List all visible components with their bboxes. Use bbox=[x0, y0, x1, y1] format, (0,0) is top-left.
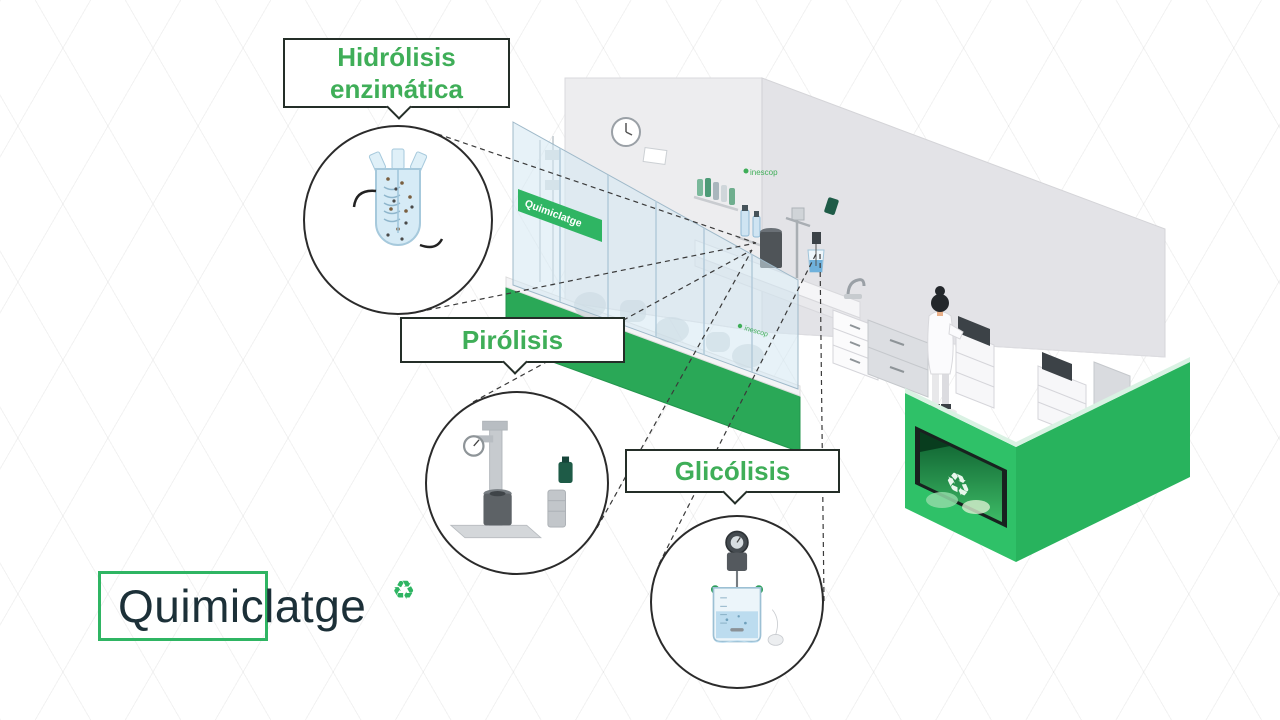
callout-circle-glicolisis bbox=[650, 515, 824, 689]
svg-text:inescop: inescop bbox=[750, 168, 778, 177]
stirred-beaker-illustration bbox=[710, 530, 784, 646]
bioreactor-illustration bbox=[352, 148, 444, 249]
callout-box-pirolisis: Pirólisis bbox=[400, 317, 625, 375]
wall-card bbox=[642, 146, 668, 166]
logo-text: Quimiclatge bbox=[118, 580, 367, 632]
wall-clock bbox=[611, 117, 641, 147]
logo-frame bbox=[98, 571, 268, 641]
recycle-icon: ♻ bbox=[392, 575, 416, 605]
brand-logo: Quimiclatge ♻ bbox=[98, 571, 438, 651]
scientist bbox=[925, 286, 964, 416]
callout-box-hidrolisis: Hidrólisis enzimática bbox=[283, 38, 510, 120]
pyrolysis-equipment-illustration bbox=[449, 420, 573, 539]
info-kiosk bbox=[955, 316, 995, 409]
callout-circle-pirolisis bbox=[425, 391, 609, 575]
callout-box-glicolisis: Glicólisis bbox=[625, 449, 840, 505]
gray-cabinet bbox=[867, 319, 929, 398]
callout-circle-hidrolisis bbox=[303, 125, 493, 315]
tv-screen: ♻ bbox=[915, 426, 1007, 528]
